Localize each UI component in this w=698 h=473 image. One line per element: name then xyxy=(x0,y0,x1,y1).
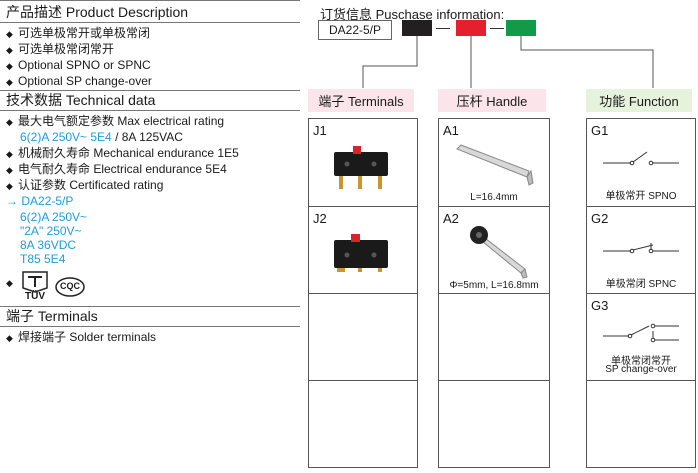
dash xyxy=(436,28,450,29)
function-caption: 单极常闭 SPNC xyxy=(605,279,677,290)
diamond-bullet-icon: ◆ xyxy=(6,181,13,191)
list-item: ◆可选单极常开或单极常闭 xyxy=(6,26,151,40)
list-item: ◆电气耐久寿命 Electrical endurance 5E4 xyxy=(6,162,227,176)
cert-line: 6(2)A 250V~ xyxy=(20,210,88,224)
rule xyxy=(0,110,300,111)
grid-cell xyxy=(309,380,417,468)
connector-lines xyxy=(362,36,654,88)
microswitch-image xyxy=(334,234,388,272)
list-item: ◆Optional SP change-over xyxy=(6,74,152,88)
grid-cell: A2 Φ=5mm, L=16.8mm xyxy=(439,206,549,294)
diamond-bullet-icon: ◆ xyxy=(6,149,13,159)
diamond-bullet-icon: ◆ xyxy=(6,117,13,127)
function-caption: 单极常闭常开 xyxy=(611,356,671,367)
cqc-logo: CQC xyxy=(54,276,86,298)
handle-grid: A1 L=16.4mm A2 Φ=5mm, L=16.8mm xyxy=(438,118,550,468)
function-caption: 单极常开 SPNO xyxy=(605,191,677,202)
tuv-logo: TÜV xyxy=(20,270,50,304)
product-description-heading: 产品描述 Product Description xyxy=(6,4,189,20)
list-item: ◆可选单极常闭常开 xyxy=(6,42,115,56)
order-info-title: 订货信息 Puschase information: xyxy=(320,7,505,22)
diamond-bullet-icon: ◆ xyxy=(6,61,13,71)
grid-cell xyxy=(587,380,695,468)
arrow-right-icon: → xyxy=(6,194,18,208)
cert-line: "2A" 250V~ xyxy=(20,224,82,238)
list-item: ◆认证参数 Certificated rating xyxy=(6,178,164,192)
rule xyxy=(0,90,300,91)
list-item: ◆Optional SPNO or SPNC xyxy=(6,58,151,72)
terminals-heading: 端子 Terminals xyxy=(6,308,98,324)
diamond-bullet-icon: ◆ xyxy=(6,45,13,55)
lever-a1-image xyxy=(456,144,534,186)
red-code-box xyxy=(456,20,486,36)
function-grid: G1 单极常开 SPNO G2 单极常闭 SPNC G3 xyxy=(586,118,696,468)
cert-line: T85 5E4 xyxy=(20,252,66,266)
function-caption: SP change-over xyxy=(605,364,677,375)
terminals-header: 端子 Terminals xyxy=(308,89,414,112)
diamond-bullet-icon: ◆ xyxy=(6,165,13,175)
grid-cell: J2 xyxy=(309,206,417,294)
rule xyxy=(0,22,300,23)
max-rating-value: 6(2)A 250V~ 5E4 / 8A 125VAC xyxy=(20,130,183,144)
grid-cell: G1 单极常开 SPNO xyxy=(587,119,695,206)
list-item: ◆焊接端子 Solder terminals xyxy=(6,330,157,344)
list-item: ◆机械耐久寿命 Mechanical endurance 1E5 xyxy=(6,146,239,160)
lever-caption: Φ=5mm, L=16.8mm xyxy=(449,280,539,291)
roller-lever-a2-image xyxy=(470,226,528,279)
microswitch-image xyxy=(334,146,388,189)
grid-cell: G2 单极常闭 SPNC xyxy=(587,206,695,294)
function-header: 功能 Function xyxy=(586,89,692,112)
black-code-box xyxy=(402,20,432,36)
top-rule xyxy=(0,0,300,1)
diamond-bullet-icon: ◆ xyxy=(6,77,13,87)
dash xyxy=(490,28,504,29)
grid-cell: J1 xyxy=(309,119,417,206)
grid-cell xyxy=(439,380,549,468)
list-item: ◆最大电气额定参数 Max electrical rating xyxy=(6,114,225,128)
model-box: DA22-5/P xyxy=(318,20,392,40)
grid-cell xyxy=(309,293,417,381)
cert-line: 8A 36VDC xyxy=(20,238,77,252)
cert-model: → DA22-5/P xyxy=(6,194,74,208)
diamond-bullet-icon: ◆ xyxy=(6,333,13,343)
technical-data-heading: 技术数据 Technical data xyxy=(6,92,156,108)
spnc-symbol xyxy=(603,243,679,254)
handle-header: 压杆 Handle xyxy=(438,89,546,112)
sp-changeover-symbol xyxy=(603,323,679,343)
diamond-bullet-icon: ◆ xyxy=(6,278,13,288)
lever-caption: L=16.4mm xyxy=(470,192,518,203)
terminals-grid: J1 J2 xyxy=(308,118,418,468)
spno-symbol xyxy=(603,151,679,166)
grid-cell: A1 L=16.4mm xyxy=(439,119,549,206)
grid-cell: G3 单极常闭常开 SP change-over xyxy=(587,293,695,381)
diamond-bullet-icon: ◆ xyxy=(6,29,13,39)
rule xyxy=(0,306,300,307)
rule xyxy=(0,326,300,327)
grid-cell xyxy=(439,293,549,381)
green-code-box xyxy=(506,20,536,36)
